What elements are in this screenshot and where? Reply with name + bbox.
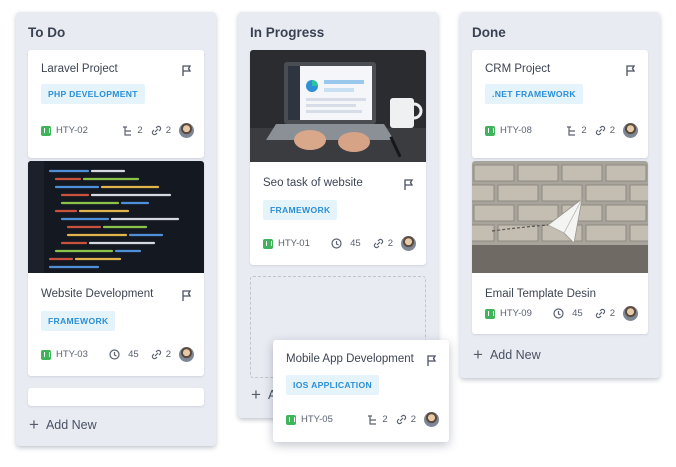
- avatar[interactable]: [179, 123, 194, 138]
- card-title: CRM Project: [485, 63, 551, 75]
- add-new-button[interactable]: +A: [251, 385, 276, 404]
- clock-icon: [109, 349, 120, 360]
- column-title: To Do: [28, 25, 66, 40]
- card-meta: HTY-01 45 2: [263, 236, 416, 254]
- task-card[interactable]: Website Development FRAMEWORK HTY-03 45 …: [28, 161, 204, 376]
- link-count: 2: [410, 414, 416, 425]
- add-new-label: A: [268, 388, 276, 402]
- bookmark-icon: [263, 238, 273, 249]
- link-icon: [595, 308, 605, 319]
- clock-icon: [553, 308, 564, 319]
- subtask-icon: [123, 125, 132, 136]
- link-count: 2: [387, 238, 393, 249]
- plus-icon: +: [251, 385, 261, 404]
- bookmark-icon: [41, 125, 51, 136]
- card-meta: HTY-03 45 2: [41, 347, 194, 365]
- card-title: Seo task of website: [263, 177, 363, 189]
- link-count: 2: [165, 349, 171, 360]
- plus-icon: +: [473, 345, 483, 364]
- link-icon: [595, 125, 605, 136]
- issue-key: HTY-05: [301, 414, 333, 425]
- time-estimate: 45: [128, 349, 139, 360]
- issue-key: HTY-03: [56, 349, 88, 360]
- time-estimate: 45: [350, 238, 361, 249]
- subtask-count: 2: [382, 414, 388, 425]
- laptop-photo-image: [250, 50, 426, 162]
- avatar[interactable]: [623, 123, 638, 138]
- column-todo: To Do Laravel Project PHP DEVELOPMENT HT…: [16, 12, 216, 446]
- bookmark-icon: [286, 414, 296, 425]
- link-icon: [151, 349, 161, 360]
- card-meta: HTY-02 2 2: [41, 123, 194, 141]
- card-tag: IOS APPLICATION: [286, 375, 379, 395]
- link-count: 2: [609, 308, 615, 319]
- column-in-progress: In Progress Seo task of website FRAMEWOR…: [238, 12, 438, 418]
- dragging-task-card[interactable]: Mobile App Development IOS APPLICATION H…: [273, 340, 449, 442]
- code-screenshot-image: [28, 161, 204, 273]
- flag-icon[interactable]: [626, 65, 636, 77]
- add-new-button[interactable]: + Add New: [473, 345, 541, 364]
- bookmark-icon: [485, 125, 495, 136]
- card-tag: PHP DEVELOPMENT: [41, 84, 145, 104]
- plus-icon: +: [29, 415, 39, 434]
- card-meta: HTY-05 2 2: [286, 412, 439, 430]
- add-new-label: Add New: [45, 418, 97, 432]
- issue-key: HTY-02: [56, 125, 88, 136]
- avatar[interactable]: [179, 347, 194, 362]
- card-title: Email Template Desin: [485, 288, 597, 300]
- clock-icon: [331, 238, 342, 249]
- column-done: Done CRM Project .NET FRAMEWORK HTY-08 2…: [460, 12, 660, 378]
- avatar[interactable]: [424, 412, 439, 427]
- task-card[interactable]: Seo task of website FRAMEWORK HTY-01 45 …: [250, 50, 426, 265]
- card-title: Laravel Project: [41, 63, 118, 75]
- issue-key: HTY-01: [278, 238, 310, 249]
- subtask-icon: [368, 414, 377, 425]
- add-new-button[interactable]: + Add New: [29, 415, 97, 434]
- link-count: 2: [165, 125, 171, 136]
- card-tag: .NET FRAMEWORK: [485, 84, 583, 104]
- task-card[interactable]: CRM Project .NET FRAMEWORK HTY-08 2 2: [472, 50, 648, 158]
- card-tag: FRAMEWORK: [41, 311, 116, 331]
- issue-key: HTY-09: [500, 308, 532, 319]
- subtask-count: 2: [137, 125, 143, 136]
- card-meta: HTY-08 2 2: [485, 123, 638, 141]
- link-icon: [373, 238, 383, 249]
- card-title: Mobile App Development: [286, 353, 414, 365]
- avatar[interactable]: [401, 236, 416, 251]
- column-title: Done: [472, 25, 506, 40]
- bookmark-icon: [485, 308, 495, 319]
- task-card[interactable]: Email Template Desin HTY-09 45 2: [472, 161, 648, 334]
- column-title: In Progress: [250, 25, 325, 40]
- avatar[interactable]: [623, 306, 638, 321]
- flag-icon[interactable]: [427, 355, 437, 367]
- time-estimate: 45: [572, 308, 583, 319]
- flag-icon[interactable]: [182, 65, 192, 77]
- link-count: 2: [609, 125, 615, 136]
- flag-icon[interactable]: [182, 290, 192, 302]
- card-placeholder: [28, 388, 204, 406]
- subtask-count: 2: [581, 125, 587, 136]
- add-new-label: Add New: [489, 348, 541, 362]
- link-icon: [396, 414, 406, 425]
- task-card[interactable]: Laravel Project PHP DEVELOPMENT HTY-02 2…: [28, 50, 204, 158]
- bookmark-icon: [41, 349, 51, 360]
- paper-plane-photo-image: [472, 161, 648, 273]
- flag-icon[interactable]: [404, 179, 414, 191]
- card-meta: HTY-09 45 2: [485, 306, 638, 324]
- card-tag: FRAMEWORK: [263, 200, 338, 220]
- subtask-icon: [567, 125, 576, 136]
- link-icon: [151, 125, 161, 136]
- card-title: Website Development: [41, 288, 154, 300]
- issue-key: HTY-08: [500, 125, 532, 136]
